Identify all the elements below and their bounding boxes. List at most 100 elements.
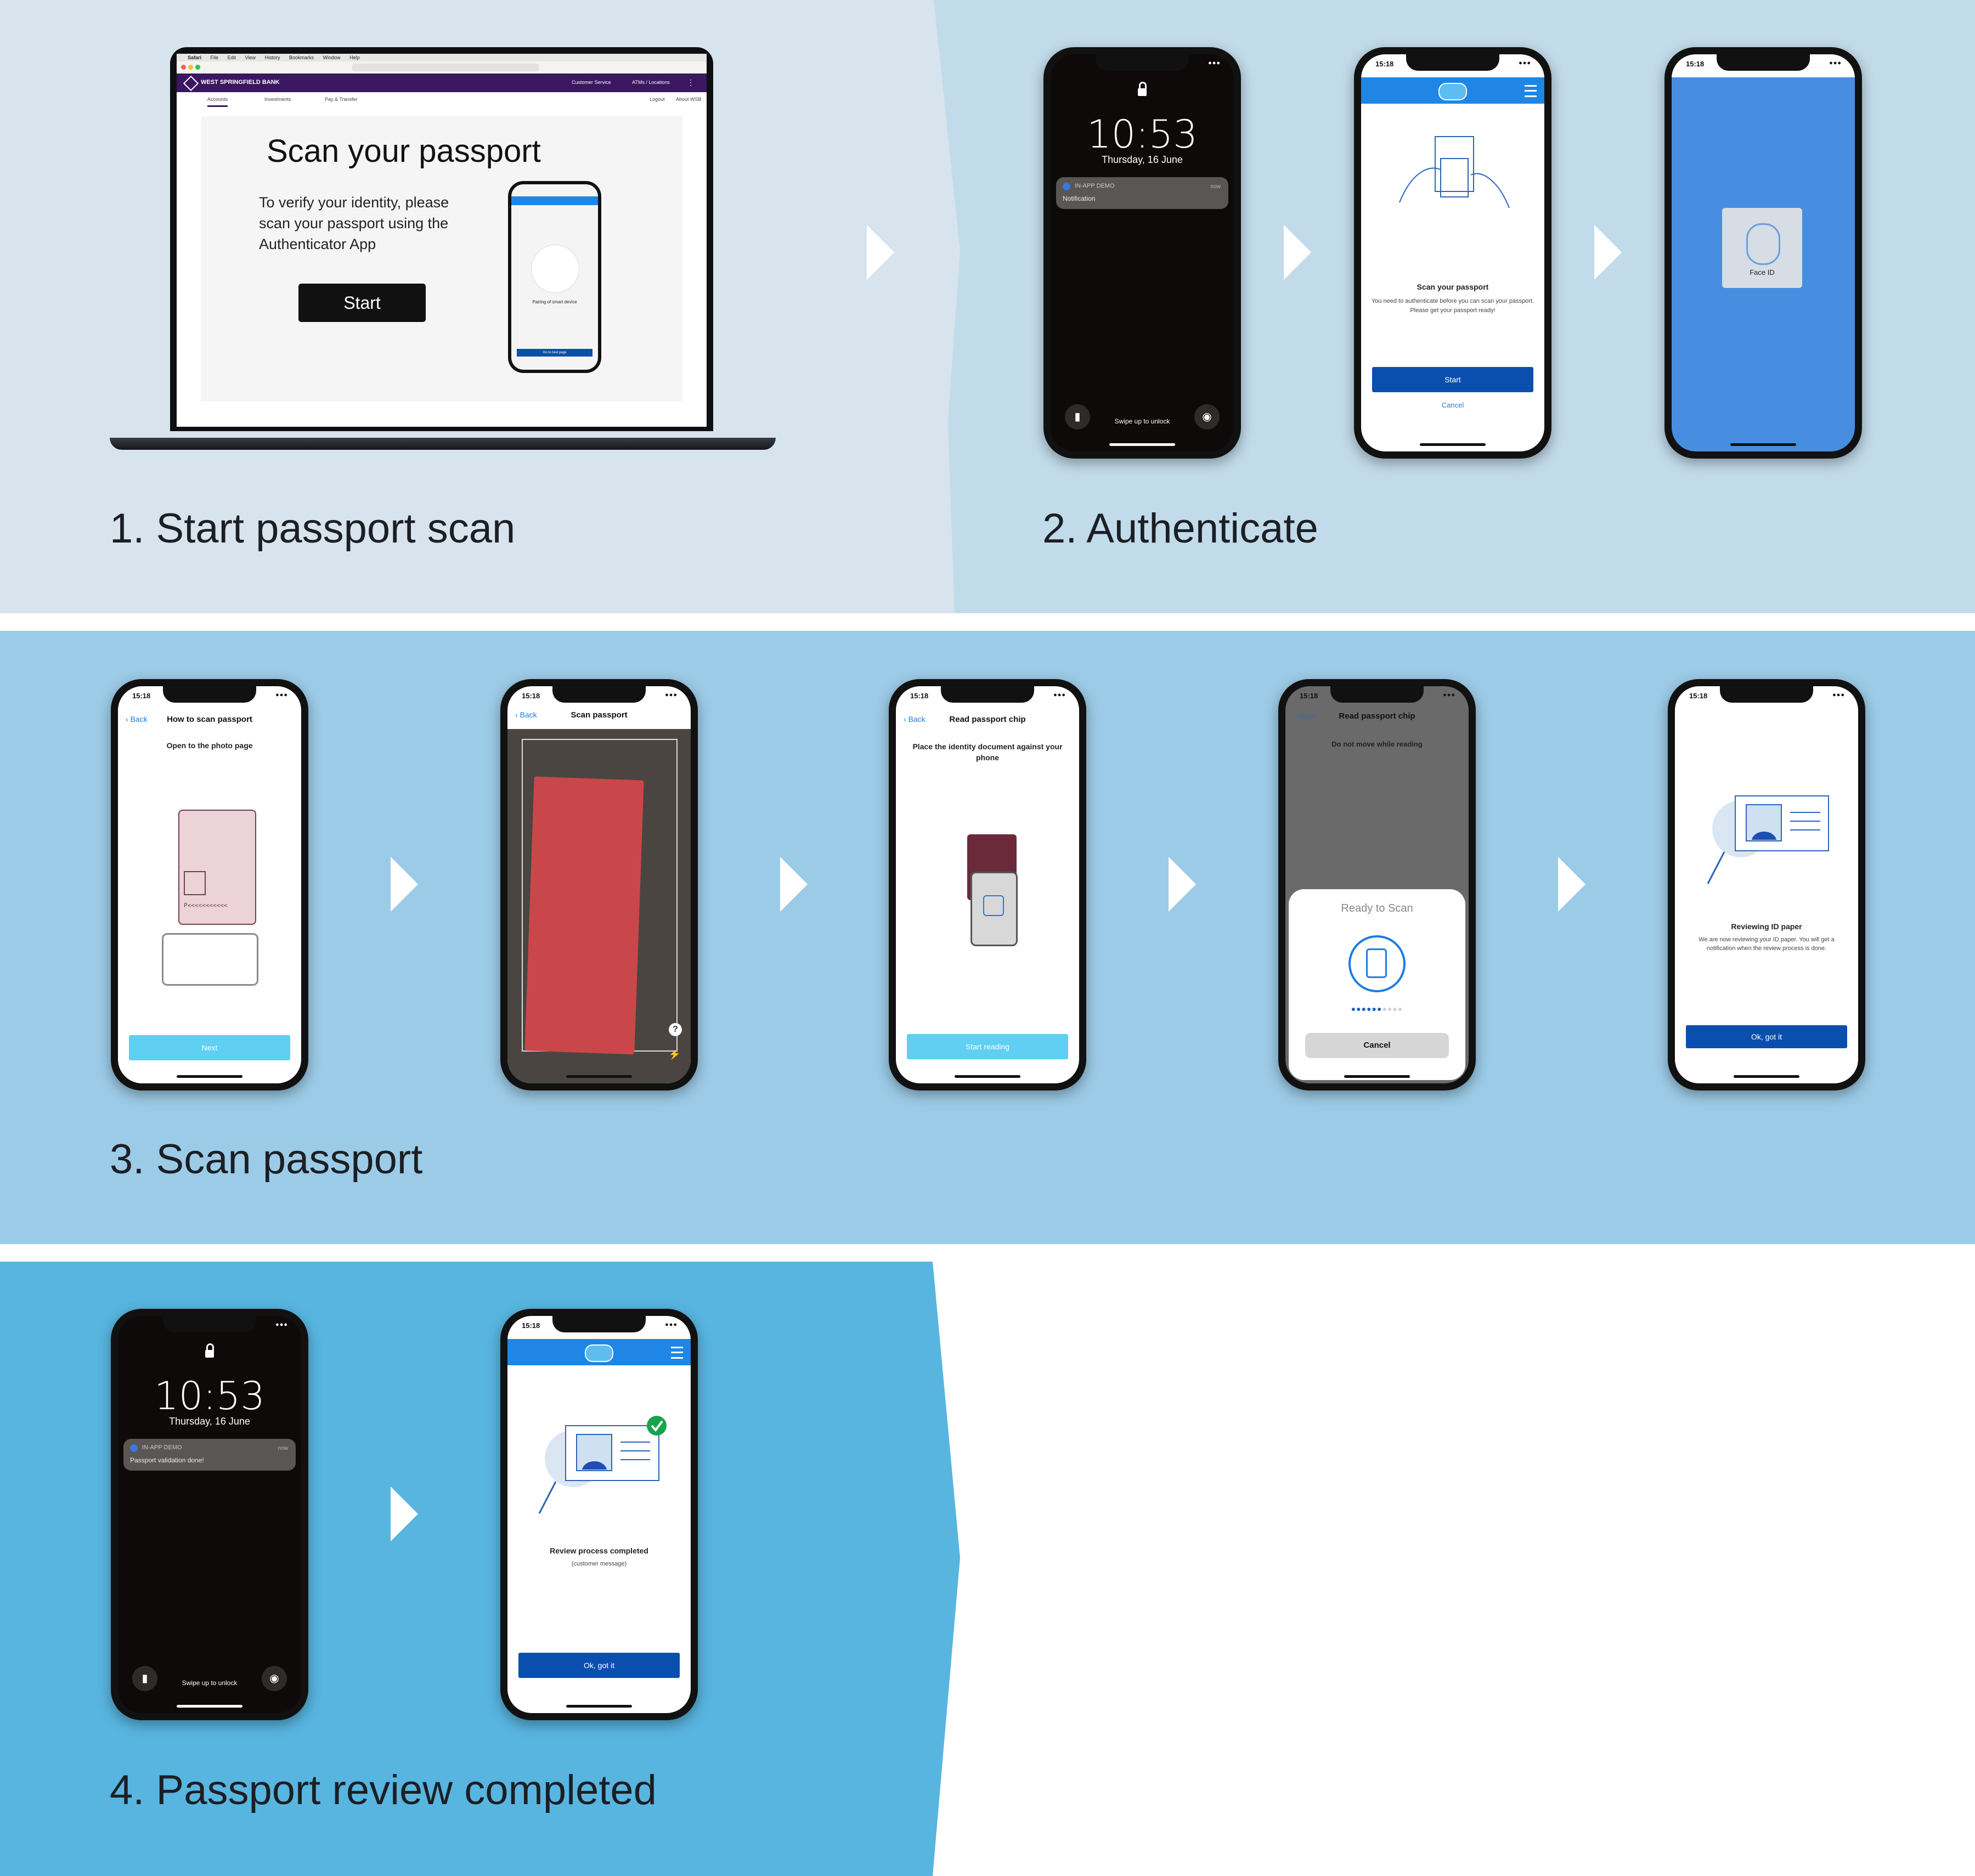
cancel-button[interactable]: Cancel xyxy=(1305,1033,1449,1058)
window-close-icon[interactable] xyxy=(181,65,186,70)
notch xyxy=(1406,54,1499,71)
menu-edit[interactable]: Edit xyxy=(227,55,236,60)
home-indicator[interactable] xyxy=(955,1075,1020,1078)
laptop: Safari File Edit View History Bookmarks … xyxy=(170,47,713,431)
phone-scan: 15:18 ●●● ‹ Back Scan passport ? ⚡ xyxy=(500,679,698,1090)
home-indicator[interactable] xyxy=(177,1705,242,1708)
back-button[interactable]: ‹ Back xyxy=(904,715,926,724)
home-indicator[interactable] xyxy=(1420,443,1486,446)
start-reading-button[interactable]: Start reading xyxy=(907,1034,1068,1059)
nav-title: Read passport chip xyxy=(949,715,1026,724)
home-indicator[interactable] xyxy=(566,1075,632,1078)
home-indicator[interactable] xyxy=(177,1075,242,1078)
link-about[interactable]: About WSB xyxy=(676,97,702,102)
camera-icon[interactable]: ◉ xyxy=(1194,404,1220,430)
window-zoom-icon[interactable] xyxy=(195,65,200,70)
home-indicator[interactable] xyxy=(1730,443,1796,446)
lock-date: Thursday, 16 June xyxy=(1102,154,1183,165)
mini-go-button[interactable]: Go to next page xyxy=(517,349,592,357)
notification-card[interactable]: IN-APP DEMO now Passport validation done… xyxy=(123,1439,296,1471)
link-customer-service[interactable]: Customer Service xyxy=(572,80,611,85)
phone-read-chip: 15:18 ●●● ‹ Back Read passport chip Plac… xyxy=(889,679,1086,1090)
phone-how-to: 15:18 ●●● ‹ Back How to scan passport Op… xyxy=(111,679,308,1090)
mini-phone-screen: Pairing of smart device Go to next page xyxy=(511,184,598,370)
ok-button[interactable]: Ok, got it xyxy=(518,1653,680,1678)
nav-bar: ‹ Back Scan passport xyxy=(507,707,691,724)
window-minimize-icon[interactable] xyxy=(188,65,193,70)
arrow-8 xyxy=(391,1487,418,1541)
phone-ready-scan: 15:18 ●●● ‹ Back Read passport chip Do n… xyxy=(1278,679,1476,1090)
notch xyxy=(163,1316,256,1332)
menu-history[interactable]: History xyxy=(264,55,280,60)
arrow-7 xyxy=(1558,857,1585,912)
do-not-move-text: Do not move while reading xyxy=(1331,740,1423,748)
menu-safari[interactable]: Safari xyxy=(188,55,202,60)
back-label: Back xyxy=(908,715,926,724)
lock-time: 10:53 xyxy=(1087,112,1198,157)
camera-icon[interactable]: ◉ xyxy=(262,1666,287,1691)
hamburger-menu-icon[interactable] xyxy=(671,1347,683,1359)
link-logout[interactable]: Logout xyxy=(650,97,665,102)
back-label: Back xyxy=(1297,711,1315,720)
completed-title: Review process completed xyxy=(550,1546,648,1555)
menu-bookmarks[interactable]: Bookmarks xyxy=(289,55,314,60)
home-indicator[interactable] xyxy=(1109,443,1175,446)
lock-time: 10:53 xyxy=(154,1374,265,1419)
read-chip-screen: 15:18 ●●● ‹ Back Read passport chip Plac… xyxy=(896,686,1079,1083)
help-icon[interactable]: ? xyxy=(669,1023,682,1036)
swipe-hint: Swipe up to unlock xyxy=(1114,417,1170,425)
step2-heading: 2. Authenticate xyxy=(1042,505,1318,552)
next-button[interactable]: Next xyxy=(129,1035,290,1060)
home-indicator[interactable] xyxy=(1344,1075,1410,1078)
completed-screen: 15:18 ●●● Review process completed (cust… xyxy=(507,1316,691,1713)
home-indicator[interactable] xyxy=(566,1705,632,1708)
menu-window[interactable]: Window xyxy=(323,55,341,60)
checkmark-icon xyxy=(647,1416,667,1436)
sheet-title: Ready to Scan xyxy=(1341,902,1413,914)
tab-pay-transfer[interactable]: Pay & Transfer xyxy=(325,97,358,102)
cancel-link[interactable]: Cancel xyxy=(1441,401,1464,409)
notification-card[interactable]: IN-APP DEMO now Notification xyxy=(1056,177,1228,209)
step4-heading: 4. Passport review completed xyxy=(110,1767,657,1813)
status-time: 15:18 xyxy=(132,692,151,700)
notch xyxy=(163,686,256,703)
address-bar[interactable] xyxy=(352,64,539,71)
flashlight-icon[interactable]: ▮ xyxy=(1065,404,1090,430)
ok-button[interactable]: Ok, got it xyxy=(1686,1025,1847,1048)
faceid-label: Face ID xyxy=(1750,268,1775,276)
reviewing-screen: 15:18 ●●● Reviewing ID paper We are now … xyxy=(1675,686,1858,1083)
home-indicator[interactable] xyxy=(1734,1075,1799,1078)
notch xyxy=(1096,54,1189,71)
phone-faceid: 15:18 ●●● Face ID xyxy=(1664,47,1862,459)
lock-date: Thursday, 16 June xyxy=(169,1416,250,1427)
start-button[interactable]: Start xyxy=(298,284,426,322)
back-button[interactable]: ‹ Back xyxy=(1293,711,1315,720)
flashlight-icon[interactable]: ▮ xyxy=(132,1666,157,1691)
status-icons: ●●● xyxy=(665,1321,678,1328)
mini-phone: Pairing of smart device Go to next page xyxy=(508,181,601,373)
status-icons: ●●● xyxy=(1832,692,1845,698)
status-icons: ●●● xyxy=(1519,60,1531,66)
passport-hands-illustration xyxy=(1399,136,1510,208)
camera-view: ? ⚡ xyxy=(507,729,691,1083)
kebab-menu-icon[interactable]: ⋮ xyxy=(687,78,695,87)
back-button[interactable]: ‹ Back xyxy=(126,715,148,724)
tab-investments[interactable]: Investments xyxy=(264,97,291,102)
back-button[interactable]: ‹ Back xyxy=(515,710,537,719)
start-button[interactable]: Start xyxy=(1372,367,1533,392)
menu-view[interactable]: View xyxy=(245,55,256,60)
flash-off-icon[interactable]: ⚡ xyxy=(668,1049,681,1060)
menu-file[interactable]: File xyxy=(210,55,219,60)
content-card: Scan your passport To verify your identi… xyxy=(201,116,682,402)
tab-accounts[interactable]: Accounts xyxy=(207,97,228,107)
ready-scan-screen: 15:18 ●●● ‹ Back Read passport chip Do n… xyxy=(1285,686,1469,1083)
phone-auth: 15:18 ●●● Scan your passport You need to… xyxy=(1354,47,1551,459)
phone-reviewing: 15:18 ●●● Reviewing ID paper We are now … xyxy=(1668,679,1865,1090)
auth-title: Scan your passport xyxy=(1417,282,1489,291)
app-logo-icon xyxy=(585,1344,613,1362)
menu-help[interactable]: Help xyxy=(349,55,360,60)
passport-illustration: P<<<<<<<<<<< xyxy=(178,810,256,925)
hamburger-menu-icon[interactable] xyxy=(1525,85,1537,97)
link-atms[interactable]: ATMs / Locations xyxy=(632,80,670,85)
review-complete-illustration xyxy=(538,1416,667,1514)
